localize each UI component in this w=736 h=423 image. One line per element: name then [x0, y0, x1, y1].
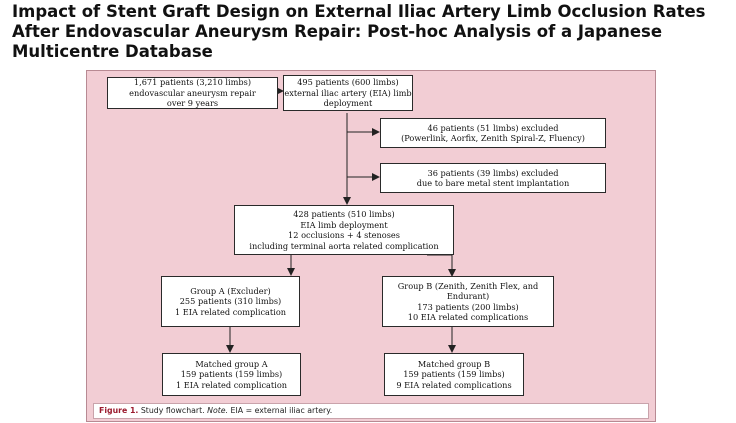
title-line-2: After Endovascular Aneurysm Repair: Post…: [12, 22, 663, 41]
box-matched-group-b: Matched group B 159 patients (159 limbs)…: [384, 353, 524, 396]
caption-label: Figure 1.: [99, 406, 139, 415]
title-line-1: Impact of Stent Graft Design on External…: [12, 2, 706, 21]
box-excluded-bare-metal: 36 patients (39 limbs) excluded due to b…: [380, 163, 606, 193]
box-included-eia: 428 patients (510 limbs) EIA limb deploy…: [234, 205, 454, 255]
box-group-a: Group A (Excluder) 255 patients (310 lim…: [161, 276, 300, 327]
box-group-b: Group B (Zenith, Zenith Flex, and Endura…: [382, 276, 554, 327]
box-eia-deployment: 495 patients (600 limbs) external iliac …: [283, 75, 413, 111]
caption-note-label: Note.: [207, 406, 229, 415]
box-excluded-devices: 46 patients (51 limbs) excluded (Powerli…: [380, 118, 606, 148]
title-line-3: Multicentre Database: [12, 42, 213, 61]
figure-caption: Figure 1. Study flowchart. Note. EIA = e…: [93, 403, 649, 419]
flowchart-figure: 1,671 patients (3,210 limbs) endovascula…: [86, 70, 656, 422]
box-matched-group-a: Matched group A 159 patients (159 limbs)…: [162, 353, 301, 396]
caption-note-text: EIA = external iliac artery.: [228, 406, 333, 415]
article-title: Impact of Stent Graft Design on External…: [12, 2, 732, 62]
caption-text: Study flowchart.: [138, 406, 208, 415]
box-total-evar: 1,671 patients (3,210 limbs) endovascula…: [107, 77, 278, 109]
